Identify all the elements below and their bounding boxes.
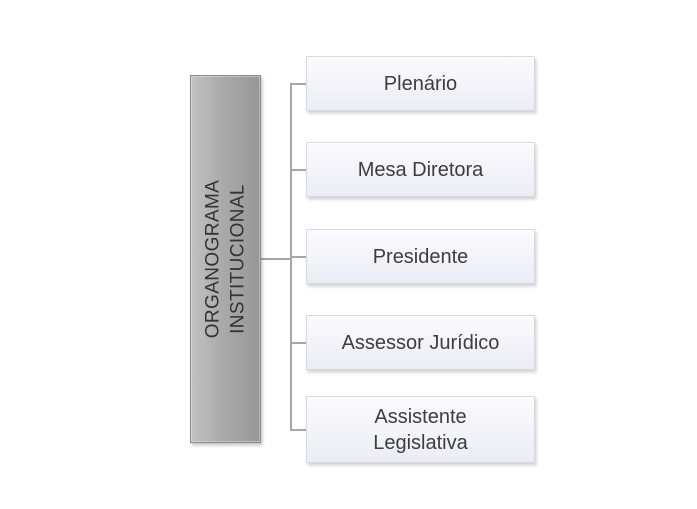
connector-branch-3 — [290, 256, 306, 258]
node-label: Mesa Diretora — [357, 158, 484, 181]
node-label: Presidente — [372, 245, 469, 268]
node-assessor-juridico: Assessor Jurídico — [306, 315, 535, 370]
node-presidente: Presidente — [306, 229, 535, 284]
connector-branch-1 — [290, 83, 306, 85]
org-title-bar: ORGANOGRAMA INSTITUCIONAL — [190, 75, 261, 443]
node-mesa-diretora: Mesa Diretora — [306, 142, 535, 197]
node-assistente-legislativa: Assistente Legislativa — [306, 396, 535, 463]
node-label: Assessor Jurídico — [341, 331, 500, 354]
connector-branch-2 — [290, 169, 306, 171]
connector-branch-4 — [290, 342, 306, 344]
node-label: Plenário — [383, 72, 458, 95]
org-title-text: ORGANOGRAMA INSTITUCIONAL — [201, 179, 248, 339]
connector-branch-5 — [290, 429, 306, 431]
connector-root — [261, 258, 290, 260]
node-plenario: Plenário — [306, 56, 535, 111]
node-label: Assistente Legislativa — [373, 405, 468, 454]
